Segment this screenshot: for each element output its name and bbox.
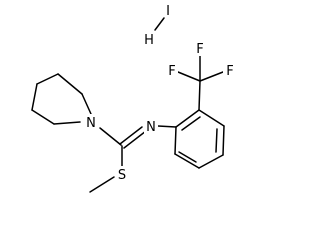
bond-ar-inner-b xyxy=(215,128,218,153)
bond-ar-1-2 xyxy=(175,109,200,128)
atom-bg-f-right xyxy=(223,62,236,78)
pyrrolidine-ring xyxy=(31,73,92,125)
bond-ca-cb xyxy=(57,73,83,95)
atom-bg-n-imine xyxy=(144,118,158,134)
bond-s-ch3 xyxy=(89,176,115,193)
bond-ar-inner-c xyxy=(178,151,197,163)
bond-ar-3-4 xyxy=(222,125,225,156)
bond-ar-inner-a xyxy=(181,116,201,131)
chemical-structure: I H N N S F F F xyxy=(31,4,236,193)
bond-cd-ce xyxy=(31,109,55,125)
bond-ar-4-5 xyxy=(198,154,224,169)
bond-n-ca xyxy=(81,93,92,115)
bond-c-f-left xyxy=(177,71,201,82)
bond-n-ar xyxy=(157,125,177,128)
atom-hydrogen: H xyxy=(144,33,154,48)
bond-n-c-central xyxy=(99,127,122,146)
atom-iodine: I xyxy=(166,4,170,19)
atom-nitrogen-imine: N xyxy=(146,120,156,135)
atom-fluorine-left: F xyxy=(168,64,175,79)
trifluoromethyl-group xyxy=(177,55,224,111)
bond-c-n-double-1 xyxy=(119,126,143,145)
bond-ce-n xyxy=(53,121,81,125)
phenyl-ring xyxy=(157,109,225,169)
atom-fluorine-top: F xyxy=(196,42,203,57)
atom-bg-sulfur xyxy=(115,166,129,182)
thioimidate-core xyxy=(89,126,147,193)
atom-nitrogen-pyrrolidine: N xyxy=(86,116,96,131)
atom-fluorine-right: F xyxy=(226,64,233,79)
bond-cc-cd xyxy=(31,83,38,111)
bond-c-f-right xyxy=(199,71,224,82)
bond-ar-6-1 xyxy=(174,126,177,155)
bond-cb-cc xyxy=(36,73,59,85)
bond-c-n-double-2 xyxy=(123,130,147,149)
atom-bg-f-top xyxy=(193,40,207,56)
bond-h-i xyxy=(154,17,165,31)
bond-ar-cf3 xyxy=(198,80,201,111)
atom-bg-n-pyrrolidine xyxy=(84,114,98,130)
atom-sulfur: S xyxy=(118,168,126,183)
bond-ar-5-6 xyxy=(174,153,200,169)
atom-bg-f-left xyxy=(165,62,178,78)
hi-salt xyxy=(154,17,165,31)
bond-ar-2-3 xyxy=(198,109,225,127)
atom-labels: I H N N S F F F xyxy=(84,4,236,183)
